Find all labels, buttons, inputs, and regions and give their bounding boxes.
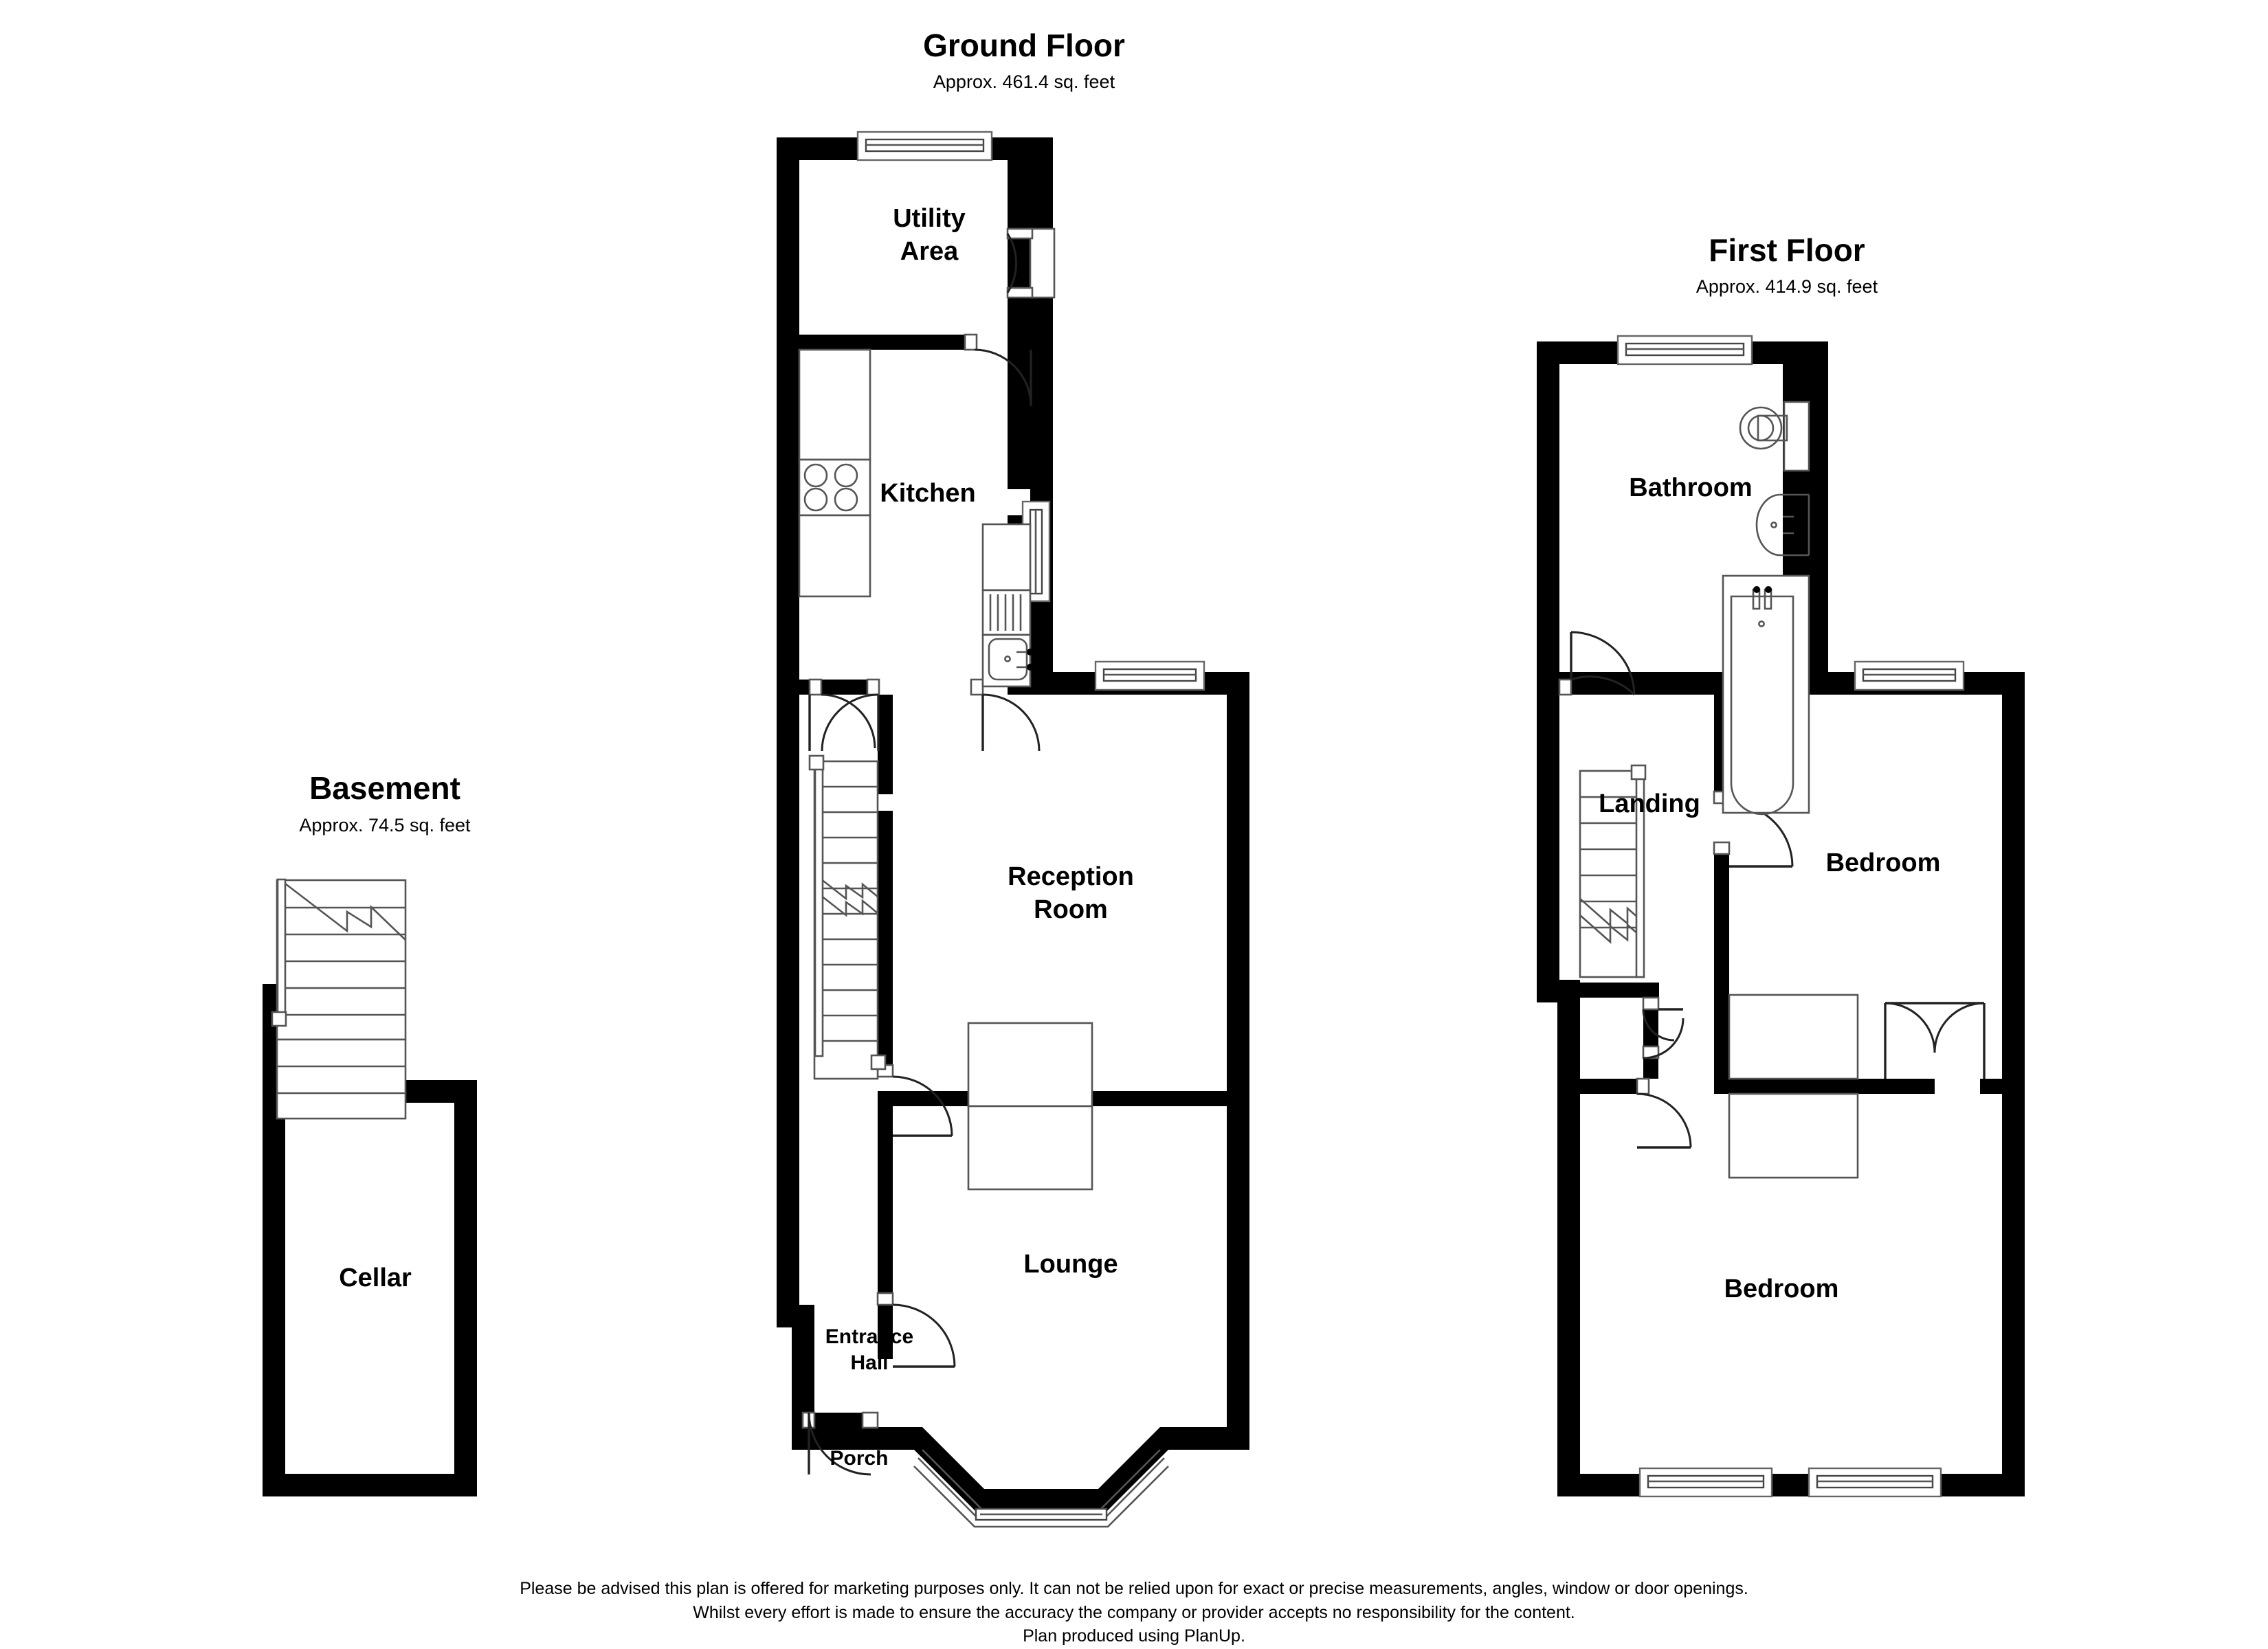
room-label-utility-line2: Area xyxy=(900,237,959,266)
kitchen-drainer-icon xyxy=(981,589,1032,636)
kitchen-sink-icon xyxy=(981,633,1034,688)
footer-disclaimer: Please be advised this plan is offered f… xyxy=(520,1579,1748,1646)
room-label-reception-line1: Reception xyxy=(1008,862,1134,891)
footer-line-2: Whilst every effort is made to ensure th… xyxy=(693,1603,1575,1622)
first-floor-windows xyxy=(1616,335,1965,1498)
chimney-breast-reception xyxy=(967,1022,1093,1108)
chimney-breast-bedroom2 xyxy=(1728,1092,1859,1179)
window-reception-rear xyxy=(1094,660,1205,691)
window-bedroom2-front-left xyxy=(1638,1467,1773,1498)
room-label-entrance-hall-line2: Hall xyxy=(850,1351,888,1374)
window-bedroom2-front-right xyxy=(1808,1467,1942,1498)
room-label-bedroom-2: Bedroom xyxy=(1724,1275,1839,1303)
door-airing-cupboard xyxy=(1642,996,1685,1059)
kitchen-worktop-upper xyxy=(798,348,871,461)
door-hall-lounge xyxy=(876,1292,956,1368)
chimney-breast-lounge xyxy=(967,1105,1093,1191)
basement-title: Basement xyxy=(309,770,460,806)
kitchen-worktop-right xyxy=(981,523,1032,592)
room-label-porch: Porch xyxy=(830,1447,888,1470)
door-kitchen-utility xyxy=(964,333,1032,407)
door-hall-reception xyxy=(821,678,880,752)
room-label-utility-line1: Utility xyxy=(893,204,966,233)
window-bedroom1-rear xyxy=(1854,660,1965,691)
ground-staircase xyxy=(808,754,887,1080)
bathroom-fixtures xyxy=(1722,401,1810,816)
cellar-staircase xyxy=(271,878,407,1120)
door-landing-bathroom xyxy=(1558,631,1636,696)
room-label-kitchen: Kitchen xyxy=(880,479,975,508)
room-label-cellar: Cellar xyxy=(339,1264,412,1292)
room-label-lounge: Lounge xyxy=(1023,1250,1118,1279)
chimney-breast-bedroom1 xyxy=(1728,994,1859,1080)
room-label-bathroom: Bathroom xyxy=(1629,473,1752,502)
ground-floor-walls xyxy=(777,137,1249,1512)
first-floor-fixtures xyxy=(1728,994,1859,1179)
first-floor-labels: Bathroom Landing Bedroom Bedroom xyxy=(1599,473,1940,1303)
first-floor-area-text: Approx. 414.9 sq. feet xyxy=(1696,276,1878,297)
footer-line-3: Plan produced using PlanUp. xyxy=(1023,1626,1245,1646)
landing-staircase xyxy=(1579,764,1647,978)
window-bathroom-rear xyxy=(1616,335,1753,366)
ground-floor-title: Ground Floor xyxy=(923,27,1125,63)
basement-floor-group: Basement Approx. 74.5 sq. feet xyxy=(263,770,477,1496)
ground-floor-area-text: Approx. 461.4 sq. feet xyxy=(933,71,1115,92)
kitchen-hob-icon xyxy=(798,458,871,517)
ground-floor-group: Ground Floor Approx. 461.4 sq. feet xyxy=(777,27,1249,1528)
door-porch-front xyxy=(801,1411,879,1476)
footer-line-1: Please be advised this plan is offered f… xyxy=(520,1579,1748,1598)
wc-icon xyxy=(1739,401,1810,472)
first-floor-doors xyxy=(1558,631,1986,1149)
first-floor-group: First Floor Approx. 414.9 sq. feet xyxy=(1537,232,2025,1498)
door-reception-rear xyxy=(970,678,1041,752)
washbasin-icon xyxy=(1755,493,1810,557)
door-utility-exterior xyxy=(1006,227,1056,299)
basement-area-text: Approx. 74.5 sq. feet xyxy=(299,815,471,835)
room-label-landing: Landing xyxy=(1599,789,1700,818)
first-floor-title: First Floor xyxy=(1709,232,1865,268)
door-bedroom1-double xyxy=(1884,1002,1986,1079)
room-label-bedroom-1: Bedroom xyxy=(1826,849,1941,877)
window-lounge-bay xyxy=(913,1449,1169,1528)
first-floor-walls xyxy=(1537,341,2025,1496)
room-label-reception-line2: Room xyxy=(1034,895,1108,924)
room-label-entrance-hall-line1: Entrance xyxy=(825,1325,913,1348)
window-utility-rear xyxy=(856,131,993,161)
kitchen-worktop-lower xyxy=(798,514,871,598)
ground-floor-fixtures xyxy=(798,348,1093,1191)
door-landing-bedroom2 xyxy=(1636,1077,1692,1149)
door-hall-kitchen xyxy=(808,678,876,751)
bath-icon xyxy=(1722,574,1810,816)
ground-floor-labels: Utility Area Kitchen Reception Room Loun… xyxy=(825,204,1134,1470)
